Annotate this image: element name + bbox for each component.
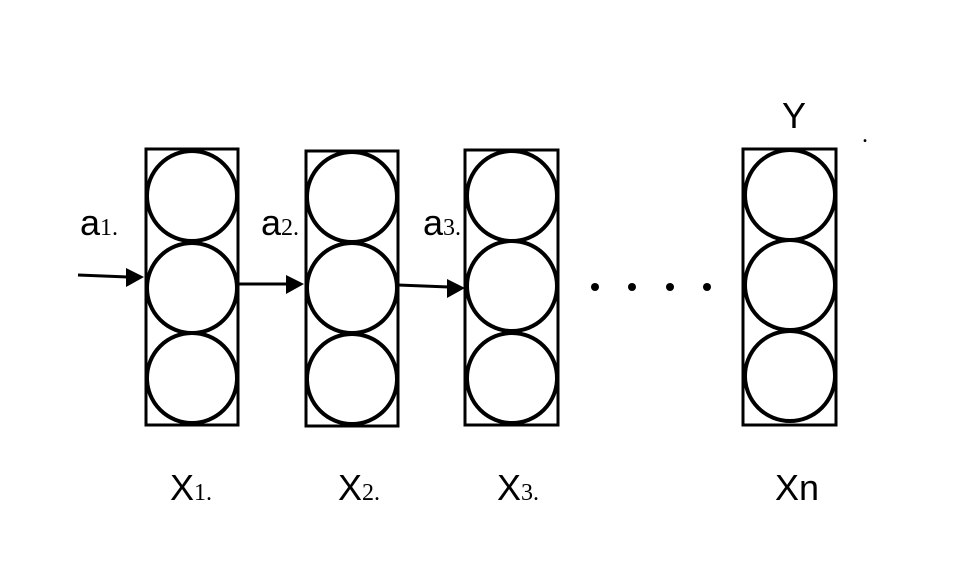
column-label-xn: Xn bbox=[775, 467, 819, 508]
node-circle bbox=[305, 332, 399, 426]
node-circle bbox=[145, 149, 239, 243]
ellipsis-dot bbox=[703, 283, 711, 291]
column-x1 bbox=[144, 147, 240, 427]
node-circle bbox=[465, 239, 559, 333]
node-circle bbox=[305, 241, 399, 335]
column-label-x2: X2. bbox=[338, 467, 380, 508]
ellipsis-dot bbox=[628, 283, 636, 291]
ellipsis-dot bbox=[666, 283, 674, 291]
node-circle bbox=[305, 150, 399, 244]
arrow-head bbox=[126, 268, 144, 287]
node-circle bbox=[743, 238, 837, 332]
stray-mark: . bbox=[862, 122, 868, 148]
column-x2 bbox=[304, 149, 400, 428]
input-label-a3: a3. bbox=[423, 202, 461, 243]
node-circle bbox=[145, 331, 239, 425]
output-label-y: Y bbox=[782, 95, 806, 136]
ellipsis bbox=[591, 283, 711, 291]
column-label-x1: X1. bbox=[170, 467, 212, 508]
input-label-a2: a2. bbox=[261, 202, 299, 243]
node-circle bbox=[465, 149, 559, 243]
node-circle bbox=[743, 329, 837, 423]
arrow-a2 bbox=[238, 275, 304, 294]
arrow-head bbox=[447, 279, 465, 298]
arrow-a1 bbox=[77, 268, 144, 287]
column-xn bbox=[741, 147, 838, 427]
arrow-line bbox=[77, 273, 129, 279]
arrow-line bbox=[397, 283, 450, 289]
node-circle bbox=[145, 241, 239, 335]
ellipsis-dot bbox=[591, 283, 599, 291]
node-circle bbox=[743, 148, 837, 242]
arrow-a3 bbox=[397, 279, 465, 298]
node-circle bbox=[465, 331, 559, 425]
arrow-head bbox=[286, 275, 304, 294]
input-label-a1: a1. bbox=[80, 202, 118, 243]
column-x3 bbox=[463, 148, 560, 427]
column-label-x3: X3. bbox=[497, 467, 539, 508]
